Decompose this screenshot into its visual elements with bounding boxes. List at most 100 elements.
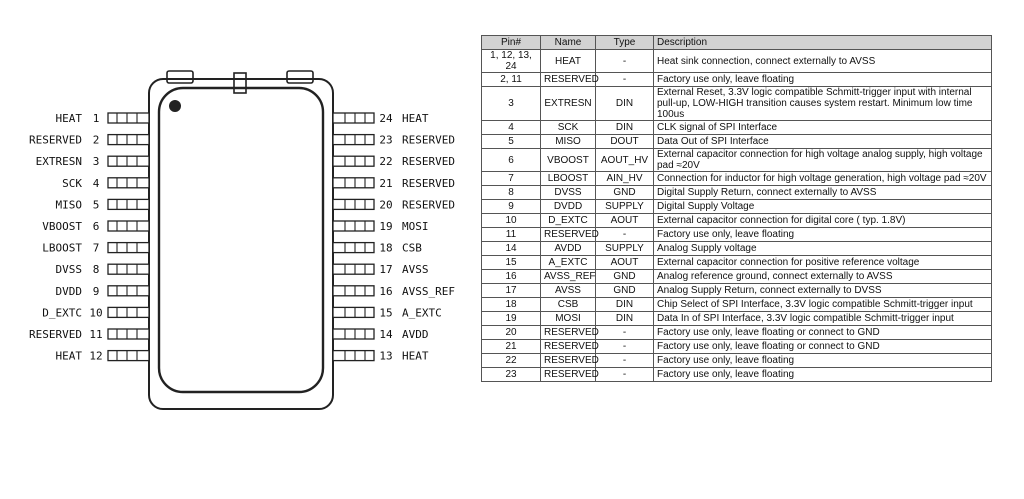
header-type: Type <box>595 35 654 50</box>
cell-type: - <box>595 325 654 340</box>
cell-pin: 1, 12, 13, 24 <box>481 49 541 73</box>
cell-type: - <box>595 339 654 354</box>
pin-number-label: 7 <box>93 242 100 255</box>
cell-name: RESERVED <box>540 353 599 368</box>
pin-lead <box>107 306 150 319</box>
pin-lead <box>107 241 150 254</box>
top-tab-right <box>286 70 314 84</box>
cell-type: DOUT <box>595 134 654 149</box>
pin-lead <box>332 241 375 254</box>
right-pin-23: 23 RESERVED <box>332 133 455 147</box>
pin-number-label: 18 <box>379 242 392 255</box>
pin-lead <box>107 349 150 362</box>
pin-lead <box>107 198 150 211</box>
pin-lead <box>332 112 375 124</box>
cell-pin: 2, 11 <box>481 72 541 87</box>
pin-lead <box>107 133 150 146</box>
pin-number-label: 9 <box>93 285 100 298</box>
pin-lead <box>332 177 375 189</box>
pin-name-label: RESERVED <box>29 328 82 341</box>
pin-name-label: HEAT <box>56 112 83 125</box>
cell-description: Factory use only, leave floating <box>653 72 992 87</box>
cell-name: EXTRESN <box>540 86 596 121</box>
pin-name-label: RESERVED <box>402 134 455 147</box>
cell-name: AVDD <box>540 241 596 256</box>
pin-name-label: AVSS_REF <box>402 285 455 298</box>
cell-name: RESERVED <box>540 72 599 87</box>
pin-number-label: 10 <box>89 306 102 319</box>
cell-name: RESERVED <box>540 325 599 340</box>
pin-name-label: DVSS <box>56 263 83 276</box>
pin-number-label: 6 <box>93 220 100 233</box>
cell-pin: 17 <box>481 283 541 298</box>
cell-pin: 11 <box>481 227 541 242</box>
cell-name: MISO <box>540 134 596 149</box>
pin-description-table: Pin# Name Type Description 1, 12, 13, 24… <box>481 35 992 382</box>
header-description: Description <box>653 35 992 50</box>
cell-name: RESERVED <box>540 227 599 242</box>
pin-number-label: 5 <box>93 198 100 211</box>
pin-name-label: AVDD <box>402 328 429 341</box>
header-pin: Pin# <box>481 35 541 50</box>
cell-type: - <box>595 49 654 73</box>
pin-lead <box>332 133 375 146</box>
cell-type: AOUT <box>595 255 654 270</box>
top-notch <box>233 72 247 94</box>
pin-number-label: 12 <box>89 350 102 363</box>
pin-name-label: HEAT <box>402 112 429 125</box>
pin-lead <box>107 263 150 275</box>
cell-description: Connection for inductor for high voltage… <box>653 171 992 186</box>
cell-type: DIN <box>595 120 654 135</box>
cell-type: GND <box>595 185 654 200</box>
cell-type: GND <box>595 283 654 298</box>
pin-lead <box>332 198 375 211</box>
cell-description: Digital Supply Voltage <box>653 199 992 214</box>
pin-number-label: 19 <box>379 220 392 233</box>
cell-description: Factory use only, leave floating <box>653 353 992 368</box>
cell-description: Analog reference ground, connect externa… <box>653 269 992 284</box>
pin-lead <box>332 349 375 362</box>
pin-name-label: D_EXTC <box>42 306 82 319</box>
pin-name-label: EXTRESN <box>36 155 82 168</box>
pin-lead <box>332 328 375 340</box>
cell-description: Factory use only, leave floating <box>653 227 992 242</box>
pin-number-label: 23 <box>379 134 392 147</box>
cell-type: DIN <box>595 311 654 326</box>
cell-type: - <box>595 367 654 382</box>
header-name: Name <box>540 35 596 50</box>
cell-description: External capacitor connection for positi… <box>653 255 992 270</box>
cell-description: Heat sink connection, connect externally… <box>653 49 992 73</box>
cell-description: Data In of SPI Interface, 3.3V logic com… <box>653 311 992 326</box>
pin-name-label: AVSS <box>402 263 429 276</box>
cell-type: DIN <box>595 86 654 121</box>
cell-pin: 6 <box>481 148 541 172</box>
pin-number-label: 16 <box>379 285 392 298</box>
cell-name: AVSS_REF <box>540 269 596 284</box>
cell-pin: 10 <box>481 213 541 228</box>
cell-description: External Reset, 3.3V logic compatible Sc… <box>653 86 992 121</box>
cell-description: Analog Supply voltage <box>653 241 992 256</box>
